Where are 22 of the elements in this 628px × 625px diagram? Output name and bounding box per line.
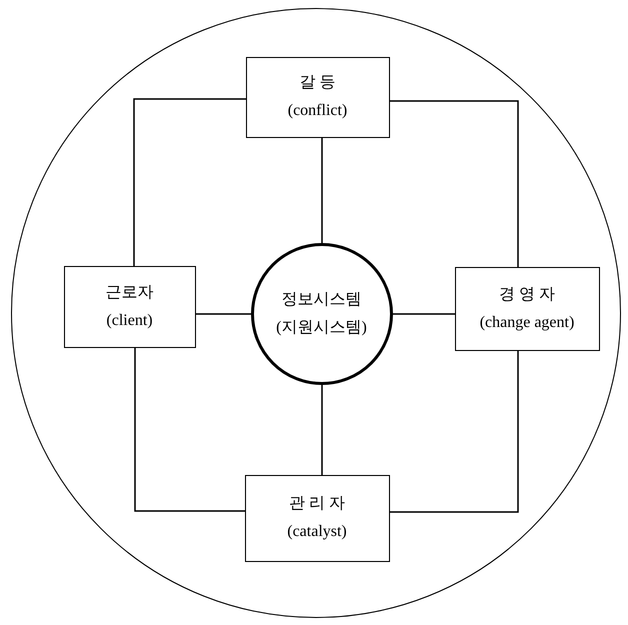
role-box bbox=[244, 474, 390, 562]
korean-label: 정보시스템 bbox=[282, 290, 362, 310]
role-box bbox=[246, 56, 390, 138]
english-label: (client) bbox=[106, 310, 153, 330]
connector-line bbox=[134, 348, 245, 512]
connector-line bbox=[390, 351, 519, 513]
role-box bbox=[454, 266, 600, 350]
connector-line bbox=[393, 313, 455, 315]
english-label: (catalyst) bbox=[287, 522, 347, 542]
role-box bbox=[64, 266, 196, 348]
connector-line bbox=[321, 138, 323, 243]
connector-line bbox=[133, 98, 246, 266]
connector-line bbox=[321, 385, 323, 475]
english-label: (지원시스템) bbox=[276, 318, 367, 338]
korean-label: 경 영 자 bbox=[499, 284, 555, 304]
english-label: (change agent) bbox=[480, 312, 574, 332]
connector-line bbox=[196, 313, 251, 315]
connector-line bbox=[390, 100, 519, 267]
english-label: (conflict) bbox=[288, 101, 348, 121]
korean-label: 관 리 자 bbox=[289, 494, 345, 514]
korean-label: 근로자 bbox=[106, 282, 154, 302]
korean-label: 갈 등 bbox=[300, 73, 336, 93]
